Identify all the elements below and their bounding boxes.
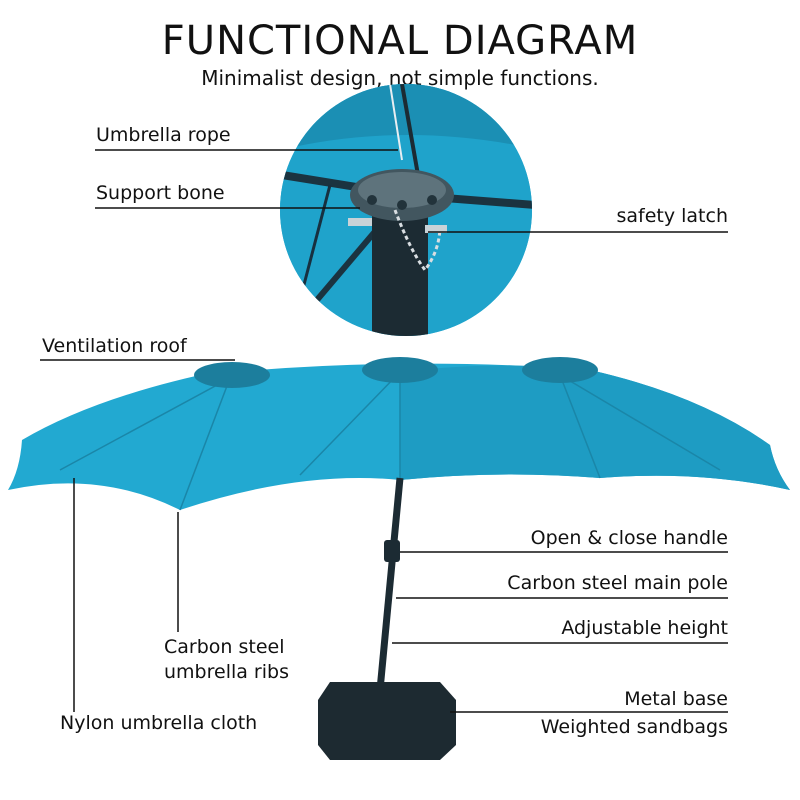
label-umbrella-rope: Umbrella rope <box>96 124 231 146</box>
label-weighted-sandbags: Weighted sandbags <box>540 716 728 738</box>
label-nylon-cloth: Nylon umbrella cloth <box>60 712 258 734</box>
zoom-detail-circle <box>280 84 532 336</box>
label-metal-base: Metal base <box>624 688 728 710</box>
page-title: FUNCTIONAL DIAGRAM <box>161 18 639 64</box>
label-ribs-line2: umbrella ribs <box>164 661 289 683</box>
label-main-pole: Carbon steel main pole <box>507 572 728 594</box>
leader-lines <box>40 149 728 713</box>
label-support-bone: Support bone <box>96 182 225 204</box>
umbrella-pole <box>376 477 404 691</box>
label-open-close-handle: Open & close handle <box>530 527 728 549</box>
umbrella-canopy <box>8 357 790 511</box>
label-safety-latch: safety latch <box>616 205 728 227</box>
label-adjustable-height: Adjustable height <box>561 617 728 639</box>
label-ventilation-roof: Ventilation roof <box>42 335 187 357</box>
weighted-base <box>318 682 456 760</box>
label-ribs-line1: Carbon steel <box>164 636 285 658</box>
